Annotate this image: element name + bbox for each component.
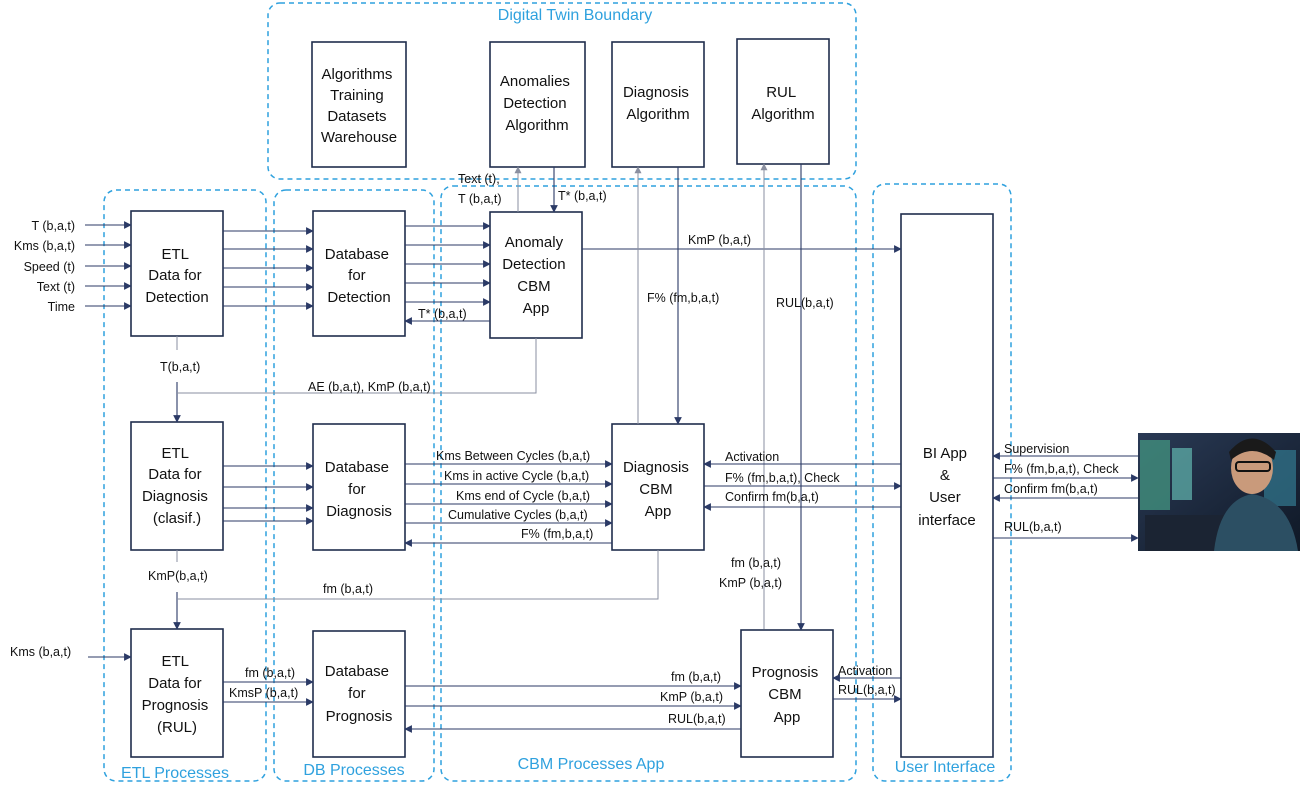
anomaly-detection-app-box (489, 211, 583, 339)
rul-prog-label: RUL(b,a,t) (668, 712, 726, 726)
db-processes-title: DB Processes (303, 762, 404, 779)
kms-end-label: Kms end of Cycle (b,a,t) (456, 489, 590, 503)
input-kms-label: Kms (b,a,t) (14, 239, 75, 253)
fpct-check-user-label: F% (fm,b,a,t), Check (1004, 462, 1119, 476)
etl-prognosis-box (130, 628, 224, 758)
diagnosis-algorithm-label: Diagnosis Algorithm (623, 84, 693, 123)
kmp-etl-label: KmP(b,a,t) (148, 569, 208, 583)
algorithms-warehouse-label: Algorithms Training Datasets Warehouse (321, 66, 397, 146)
kmp-mid-label: KmP (b,a,t) (719, 576, 782, 590)
user-interface-title: User Interface (895, 759, 996, 776)
etl-diagnosis-label: ETL Data for Diagnosis (clasif.) (142, 445, 212, 527)
bi-app-label: BI App & User interface (918, 445, 976, 529)
fpct-check-label: F% (fm,b,a,t), Check (725, 471, 840, 485)
operator-photo-icon (1138, 433, 1300, 551)
anomaly-detection-app-label: Anomaly Detection CBM App (502, 234, 570, 317)
kmp-prog-label: KmP (b,a,t) (660, 690, 723, 704)
digital-twin-title: Digital Twin Boundary (498, 7, 652, 24)
diagnosis-feedback-line (177, 550, 659, 600)
activation-prog-label: Activation (838, 664, 892, 678)
input-text-label: Text (t) (37, 280, 75, 294)
etl-prognosis-label: ETL Data for Prognosis (RUL) (142, 653, 213, 736)
confirm-fm-user-label: Confirm fm(b,a,t) (1004, 482, 1098, 496)
db-detection-label: Database for Detection (325, 246, 393, 306)
fm-mid-label: fm (b,a,t) (731, 556, 781, 570)
diagnosis-cbm-app-box (611, 423, 705, 551)
t-bat-etl-label: T(b,a,t) (160, 360, 200, 374)
supervision-label: Supervision (1004, 442, 1069, 456)
kms-active-label: Kms in active Cycle (b,a,t) (444, 469, 589, 483)
cumulative-cycles-label: Cumulative Cycles (b,a,t) (448, 508, 588, 522)
rul-algorithm-box (736, 38, 830, 165)
input-t-label: T (b,a,t) (31, 219, 75, 233)
rul-vertical-label: RUL(b,a,t) (776, 296, 834, 310)
etl-to-db-detection-arrows (223, 227, 314, 310)
fpct-vertical-label: F% (fm,b,a,t) (647, 291, 719, 305)
db-prognosis-label: Database for Prognosis (325, 663, 393, 725)
anomalies-algorithm-box (489, 41, 586, 168)
confirm-fm-label: Confirm fm(b,a,t) (725, 490, 819, 504)
fpct-db-label: F% (fm,b,a,t) (521, 527, 593, 541)
prognosis-cbm-app-box (740, 629, 834, 758)
kmsp-etlp-label: KmsP (b,a,t) (229, 686, 298, 700)
diagnosis-algorithm-box (611, 41, 705, 168)
rul-prog-ui-label: RUL(b,a,t) (838, 683, 896, 697)
input-time-label: Time (48, 300, 75, 314)
tstar-db-label: T* (b,a,t) (418, 307, 467, 321)
user-interface-group (872, 183, 1012, 782)
etl-processes-title: ETL Processes (121, 765, 229, 782)
db-processes-group (273, 189, 435, 782)
input-kms-prognosis-label: Kms (b,a,t) (10, 645, 71, 659)
fm-etlp-label: fm (b,a,t) (245, 666, 295, 680)
kmp-top-label: KmP (b,a,t) (688, 233, 751, 247)
anomaly-feedback-line (177, 338, 537, 394)
text-t-label: Text (t), (458, 172, 500, 186)
digital-twin-boundary (267, 2, 857, 180)
db-to-anomaly-arrows (404, 222, 491, 325)
anomalies-algorithm-label: Anomalies Detection Algorithm (500, 73, 574, 134)
algorithms-warehouse-box (311, 41, 407, 168)
etl-processes-group (103, 189, 267, 782)
bi-app-box (900, 213, 994, 758)
etl-detection-label: ETL Data for Detection (145, 246, 208, 306)
input-speed-label: Speed (t) (24, 260, 75, 274)
cbm-processes-title: CBM Processes App (518, 756, 665, 773)
rul-user-label: RUL(b,a,t) (1004, 520, 1062, 534)
etl-detection-inputs (85, 221, 132, 310)
fm-line-label: fm (b,a,t) (323, 582, 373, 596)
t-bat-label: T (b,a,t) (458, 192, 502, 206)
kms-between-label: Kms Between Cycles (b,a,t) (436, 449, 590, 463)
tstar-top-label: T* (b,a,t) (558, 189, 607, 203)
db-to-diagnosis-app-arrows (404, 460, 613, 547)
activation-diag-label: Activation (725, 450, 779, 464)
etl-to-db-diagnosis-arrows (223, 462, 314, 525)
prognosis-cbm-app-label: Prognosis CBM App (752, 664, 823, 726)
diagnosis-cbm-app-label: Diagnosis CBM App (623, 459, 693, 520)
ae-kmp-label: AE (b,a,t), KmP (b,a,t) (308, 380, 431, 394)
etl-diagnosis-box (130, 421, 224, 551)
db-prognosis-box (312, 630, 406, 758)
rul-algorithm-label: RUL Algorithm (751, 84, 814, 123)
db-diagnosis-label: Database for Diagnosis (325, 459, 393, 520)
fm-prog-label: fm (b,a,t) (671, 670, 721, 684)
db-detection-box (312, 210, 406, 337)
etl-detection-box (130, 210, 224, 337)
